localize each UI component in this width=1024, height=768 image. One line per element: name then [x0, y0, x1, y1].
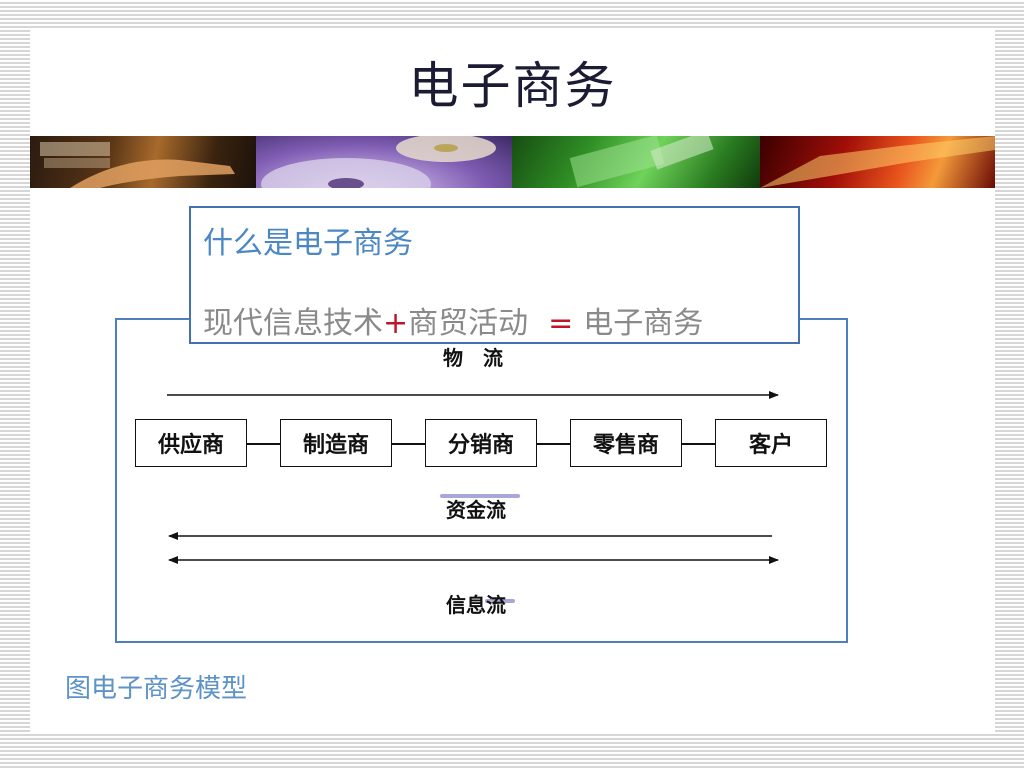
- node-supplier: 供应商: [135, 419, 247, 467]
- formula-result: 电子商务: [583, 306, 704, 341]
- formula-part-technology: 现代信息技术: [203, 306, 383, 341]
- flow-label-logistics: 物 流: [443, 346, 503, 370]
- node-distributor: 分销商: [425, 419, 537, 467]
- figure-caption: 图电子商务模型: [65, 674, 248, 704]
- banner-circuit-image: [512, 136, 760, 188]
- flow-arrows: [167, 391, 779, 564]
- node-connector: [537, 443, 570, 445]
- formula-plus: +: [383, 306, 409, 341]
- banner-red-abstract-image: [760, 136, 995, 188]
- banner-keyboard-hand-image: [30, 136, 256, 188]
- diagram-frame: [115, 318, 848, 643]
- node-connector: [247, 443, 280, 445]
- flow-label-information: 信息流: [446, 593, 506, 617]
- node-manufacturer: 制造商: [280, 419, 392, 467]
- banner-disc-image: [256, 136, 512, 188]
- flow-label-capital: 资金流: [446, 498, 506, 522]
- formula-part-trade: 商贸活动: [408, 306, 529, 341]
- definition-callout: 什么是电子商务 现代信息技术+商贸活动 = 电子商务: [189, 206, 800, 344]
- node-connector: [682, 443, 715, 445]
- node-connector: [392, 443, 425, 445]
- node-customer: 客户: [715, 419, 827, 467]
- highlight-mark: [485, 599, 515, 603]
- node-retailer: 零售商: [570, 419, 682, 467]
- definition-formula: 现代信息技术+商贸活动 = 电子商务: [203, 298, 703, 342]
- formula-equals: =: [548, 306, 574, 341]
- slide-title: 电子商务: [408, 57, 617, 115]
- callout-heading: 什么是电子商务: [203, 226, 413, 261]
- highlight-mark: [440, 494, 520, 498]
- slide: 电子商务: [30, 28, 995, 734]
- header-banner: [30, 136, 995, 188]
